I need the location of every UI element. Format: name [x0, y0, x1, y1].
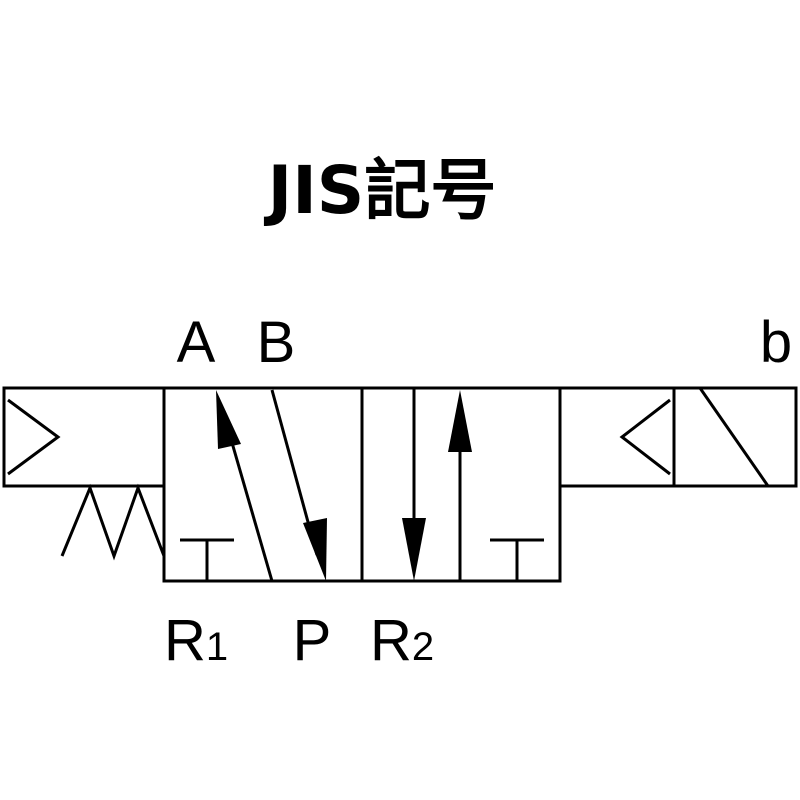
diagram-title: JIS記号: [264, 152, 497, 229]
port-label-r2: R2: [370, 608, 434, 673]
solenoid-diagonal-icon: [698, 387, 770, 487]
left-actuator-box: [2, 386, 166, 488]
flow-arrow-p-to-a: [216, 390, 274, 582]
flow-arrow-b-to-r2: [270, 389, 327, 581]
port-label-r2-main: R: [370, 608, 412, 673]
blocked-port-r1-icon: [180, 538, 234, 581]
solenoid-label-b: b: [760, 310, 792, 375]
flow-arrow-straight-up: [448, 390, 472, 581]
port-label-r2-sub: 2: [412, 625, 434, 669]
blocked-port-right-icon: [490, 538, 544, 581]
right-pilot-triangle-icon: [619, 398, 671, 476]
flow-arrow-straight-down: [402, 388, 426, 581]
port-label-r1: R1: [164, 608, 228, 673]
port-label-a: A: [177, 310, 216, 375]
port-label-p: P: [293, 608, 332, 673]
port-label-b: B: [257, 310, 296, 375]
return-spring-icon: [60, 483, 166, 561]
right-actuator-box: [558, 386, 798, 488]
left-pilot-triangle-icon: [7, 398, 61, 476]
port-label-r1-main: R: [164, 608, 206, 673]
port-label-r1-sub: 1: [206, 625, 228, 669]
